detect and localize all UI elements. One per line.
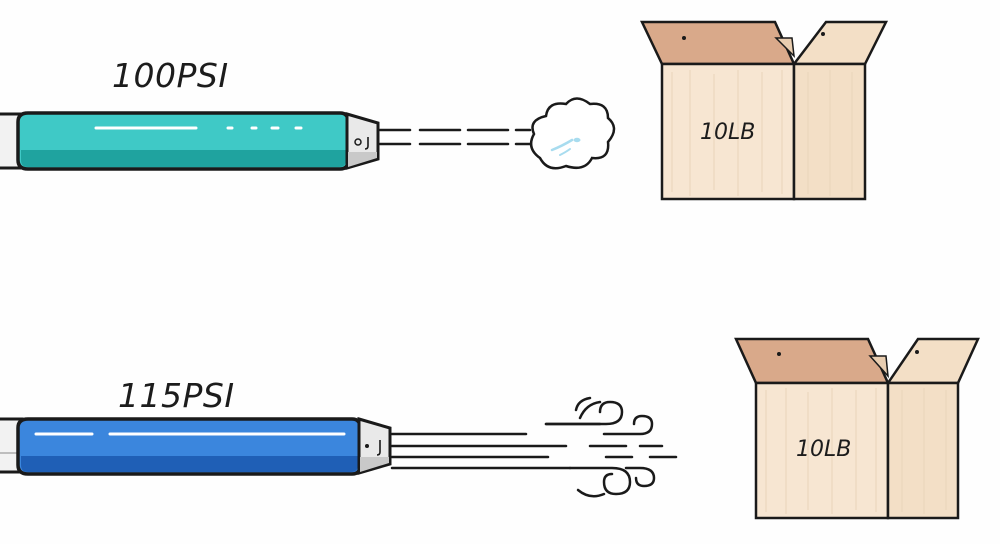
box-flap-right: [791, 20, 889, 66]
box-weight-label-top: 10LB: [700, 120, 756, 145]
air-puff-icon: [529, 97, 616, 170]
pressure-label-bottom: 115PSI: [118, 376, 235, 415]
air-jet-dashes: [378, 128, 532, 146]
nozzle-icon: [345, 112, 380, 170]
tube-shadow: [21, 150, 346, 167]
box-weight-label-bottom: 10LB: [796, 437, 852, 462]
nozzle-icon: [357, 417, 392, 475]
air-stream-icon: [390, 422, 678, 470]
cardboard-box-icon: [640, 20, 889, 201]
box-flap-left: [640, 20, 796, 66]
cardboard-box-icon: [734, 337, 980, 520]
wind-swirl-icon: [544, 396, 656, 498]
box-flap-left: [734, 337, 890, 385]
air-tube-icon: [0, 417, 362, 476]
tube-shadow: [21, 456, 358, 472]
pressure-label-top: 100PSI: [112, 56, 229, 95]
scene-bottom: [0, 337, 980, 520]
box-flap-right: [885, 337, 980, 385]
box-front: [660, 62, 796, 201]
box-side: [886, 381, 960, 520]
air-tube-icon: [0, 111, 350, 171]
scene-top: [0, 20, 889, 201]
box-front: [754, 381, 890, 520]
